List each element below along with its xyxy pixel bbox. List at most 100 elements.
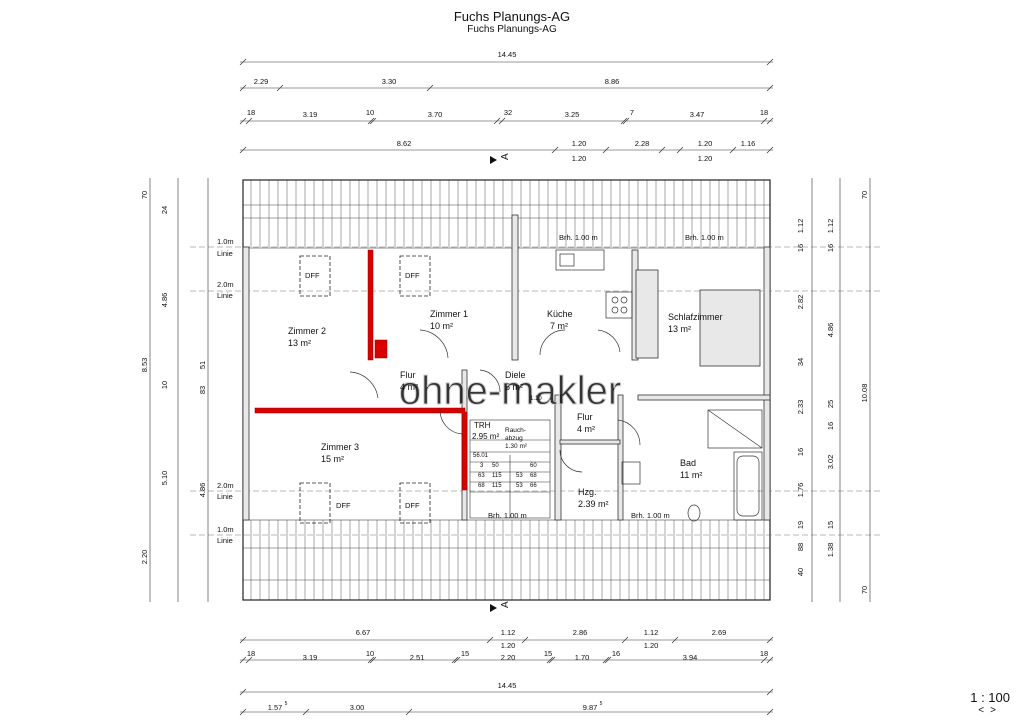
stair-dim: 68	[530, 473, 537, 479]
dim-value: 1.12	[501, 628, 516, 637]
next-arrow-icon[interactable]: >	[990, 705, 1002, 716]
dim-value: 10.08	[860, 384, 869, 403]
dim-tick	[245, 117, 253, 125]
dim-value: 3.30	[382, 77, 397, 86]
dim-value: 2.33	[796, 400, 805, 415]
dim-tick	[426, 84, 434, 92]
dim-value: 16	[796, 448, 805, 456]
room-name: Flur	[577, 412, 593, 422]
dim-value: 10	[366, 108, 374, 117]
dim-value: 3.19	[303, 653, 318, 662]
dim-tick	[760, 656, 768, 664]
dim-value: 8.86	[605, 77, 620, 86]
dim-value: 83	[198, 386, 207, 394]
room-name: TRH	[474, 421, 491, 430]
dims-right: 70 1.12 16 1.12 16 2.82 34 4.86 2.33 10.…	[796, 191, 869, 594]
dim-tick	[486, 636, 494, 644]
height-line-label: 1.0m	[217, 237, 234, 246]
height-line-label: 2.0m	[217, 481, 234, 490]
dim-value: 2.20	[140, 550, 149, 565]
dims-bottom: 6.67 1.12 1.20 2.86 1.12 1.20 2.69 18 3.…	[247, 628, 768, 712]
dim-value: 3.02	[826, 455, 835, 470]
room-area: 13 m²	[288, 338, 311, 348]
room-area: 13 m²	[668, 324, 691, 334]
smoke-vent-label: Rauch-	[505, 427, 526, 434]
kitchen-fixtures	[555, 249, 633, 319]
dim-tick	[676, 146, 684, 154]
watermark: ohne-makler	[399, 369, 621, 413]
room-name: Hzg.	[578, 487, 597, 497]
section-label-bottom: A	[500, 601, 511, 608]
dim-value: 3.70	[428, 110, 443, 119]
dim-tick	[766, 117, 774, 125]
stair-dim: 66	[530, 483, 537, 489]
room-area: 4 m²	[577, 424, 595, 434]
dim-value: 70	[140, 191, 149, 199]
dim-value: 15	[461, 649, 469, 658]
dim-value: 32	[504, 108, 512, 117]
dim-tick	[367, 656, 375, 664]
room-name: Bad	[680, 458, 696, 468]
dim-tick	[405, 708, 413, 716]
prev-arrow-icon[interactable]: <	[978, 705, 991, 716]
stair-dim: 53	[516, 483, 523, 489]
dim-tick	[766, 656, 774, 664]
stair-dim: 3	[480, 463, 484, 469]
dim-value: 4.86	[198, 483, 207, 498]
sill-height-label: Brh. 1.00 m	[559, 233, 598, 242]
dim-tick	[498, 117, 506, 125]
stair-dim: 60	[530, 463, 537, 469]
red-walls	[254, 249, 468, 491]
dim-value: 8.53	[140, 358, 149, 373]
dim-value: 15	[826, 521, 835, 529]
roof-rafters-top	[250, 180, 765, 247]
stair-dim: 53	[516, 473, 523, 479]
room-name: Schlafzimmer	[668, 312, 723, 322]
dim-tick	[239, 708, 247, 716]
dim-value: 88	[796, 543, 805, 551]
dim-value: 19	[796, 521, 805, 529]
dim-value: 2.69	[712, 628, 727, 637]
dim-value: 18	[760, 649, 768, 658]
dim-value: 3.19	[303, 110, 318, 119]
room-area: 11 m²	[680, 470, 702, 480]
dim-tick	[548, 656, 556, 664]
dim-value: 1.20	[501, 641, 516, 650]
room-area: 5 m²	[505, 382, 523, 392]
skylight-label: DFF	[305, 271, 320, 280]
dim-tick	[760, 117, 768, 125]
skylight-label: DFF	[405, 501, 420, 510]
dim-tick	[622, 117, 630, 125]
sill-height-label: Brh. 1.00 m	[488, 511, 527, 520]
dim-tick	[239, 117, 247, 125]
height-line-label: Linie	[217, 536, 233, 545]
dim-value: 18	[760, 108, 768, 117]
dim-tick	[239, 636, 247, 644]
dim-value: 18	[247, 649, 255, 658]
stair-dim: 56.01	[473, 453, 489, 459]
smoke-vent-label: abzug	[505, 435, 523, 442]
dim-value: 24	[160, 206, 169, 214]
dim-value: 51	[198, 361, 207, 369]
door-swings	[349, 329, 641, 473]
dim-value: 1.20	[698, 139, 713, 148]
dim-value: 5	[285, 701, 288, 707]
dim-tick	[239, 656, 247, 664]
dim-value: 1.76	[796, 483, 805, 498]
scale-indicator: 1 : 100 <>	[970, 690, 1010, 716]
room-name: Zimmer 2	[288, 326, 326, 336]
dim-value: 8.62	[397, 139, 412, 148]
dim-value: 10	[366, 649, 374, 658]
dim-tick	[546, 656, 554, 664]
dim-tick	[551, 146, 559, 154]
dim-value: 4.86	[826, 323, 835, 338]
dim-value: 2.82	[796, 295, 805, 310]
dim-value: 2.51	[410, 653, 425, 662]
dim-value: 6.67	[356, 628, 371, 637]
room-name: Diele	[505, 370, 526, 380]
room-area: 2.95 m²	[472, 432, 499, 441]
dim-value: 3.47	[690, 110, 705, 119]
room-area: 7 m²	[550, 321, 568, 331]
stair-dim: 115	[492, 473, 502, 479]
dim-value: 25	[826, 400, 835, 408]
